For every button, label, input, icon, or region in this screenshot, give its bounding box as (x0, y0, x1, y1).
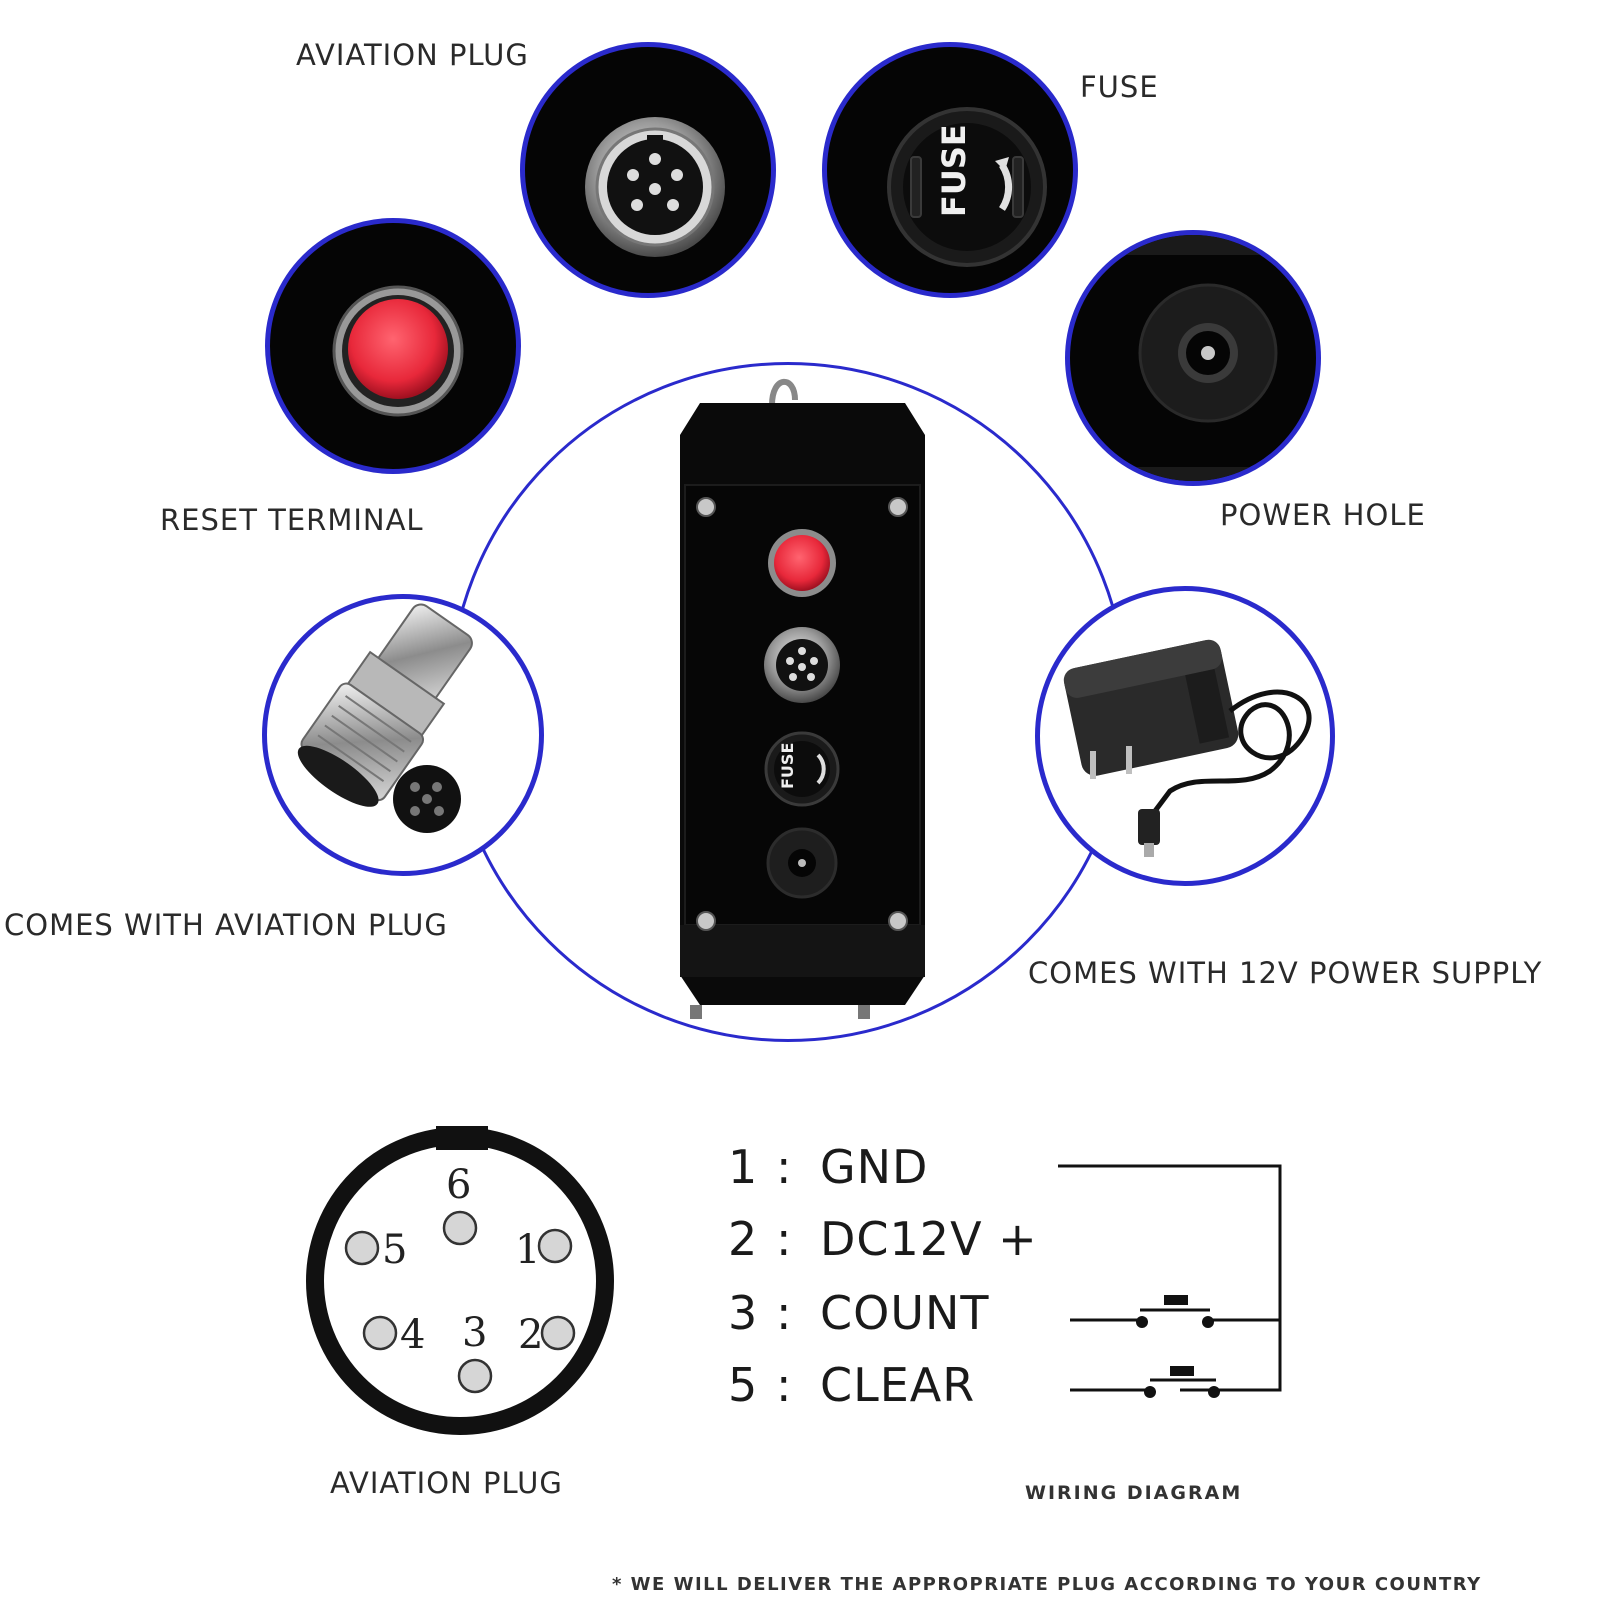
wiring-row-2-num: 2 (728, 1212, 759, 1266)
clear-switch-contact-right (1208, 1386, 1220, 1398)
wiring-row-1-sep: : (776, 1140, 793, 1194)
wiring-row-1: 1: GND (728, 1140, 928, 1194)
power-hole-photo (1065, 230, 1321, 486)
pin-label-6: 6 (446, 1162, 471, 1208)
fuse-holder-photo: FUSE (822, 42, 1078, 298)
wiring-row-3-sep: : (776, 1286, 793, 1340)
aviation-plug-socket-photo (520, 42, 776, 298)
count-switch-contact-right (1202, 1316, 1214, 1328)
device-fuse-text: FUSE (778, 742, 797, 789)
clear-switch-contact-left (1144, 1386, 1156, 1398)
power-supply-accessory-photo (1035, 586, 1335, 886)
label-power-hole: POWER HOLE (1220, 498, 1426, 532)
aviation-plug-accessory-photo (262, 594, 544, 876)
pin-2 (540, 1315, 576, 1351)
count-switch-button (1164, 1295, 1188, 1305)
plug-pin-diagram: 6 5 1 4 3 2 (306, 1126, 614, 1435)
wiring-row-2-name: DC12V + (820, 1212, 1038, 1266)
counter-device: FUSE (660, 365, 945, 1025)
label-aviation-plug: AVIATION PLUG (296, 38, 529, 72)
wiring-row-5-sep: : (776, 1358, 793, 1412)
wiring-row-5-num: 5 (728, 1358, 759, 1412)
clear-switch-button (1170, 1366, 1194, 1376)
pin-6 (442, 1210, 478, 1246)
pin-5 (344, 1230, 380, 1266)
pin-label-3: 3 (462, 1310, 487, 1356)
plug-diagram-caption: AVIATION PLUG (330, 1466, 563, 1500)
wiring-row-5-name: CLEAR (820, 1358, 976, 1412)
pin-label-2: 2 (518, 1312, 543, 1358)
pin-label-1: 1 (515, 1227, 540, 1273)
wiring-row-5: 5: CLEAR (728, 1358, 975, 1412)
pin-label-5: 5 (382, 1227, 407, 1273)
pin-1 (537, 1228, 573, 1264)
pin-4 (362, 1315, 398, 1351)
country-plug-footnote: * WE WILL DELIVER THE APPROPRIATE PLUG A… (612, 1574, 1482, 1595)
wiring-row-2: 2: DC12V + (728, 1212, 1038, 1266)
count-switch-contact-left (1136, 1316, 1148, 1328)
label-fuse: FUSE (1080, 70, 1159, 104)
label-comes-with-power-supply: COMES WITH 12V POWER SUPPLY (1028, 956, 1543, 990)
reset-button-photo (265, 218, 521, 474)
pin-3 (457, 1358, 493, 1394)
wiring-row-1-num: 1 (728, 1140, 759, 1194)
label-comes-with-aviation-plug: COMES WITH AVIATION PLUG (4, 908, 448, 942)
wiring-diagram-lines (1058, 1164, 1282, 1398)
wiring-row-3-name: COUNT (820, 1286, 990, 1340)
wiring-row-1-name: GND (820, 1140, 929, 1194)
wiring-row-3: 3: COUNT (728, 1286, 990, 1340)
fuse-text: FUSE (935, 124, 973, 217)
wiring-diagram-caption: WIRING DIAGRAM (1025, 1482, 1243, 1504)
wiring-row-3-num: 3 (728, 1286, 759, 1340)
pin-label-4: 4 (400, 1312, 425, 1358)
label-reset-terminal: RESET TERMINAL (160, 503, 424, 537)
wiring-row-2-sep: : (776, 1212, 793, 1266)
